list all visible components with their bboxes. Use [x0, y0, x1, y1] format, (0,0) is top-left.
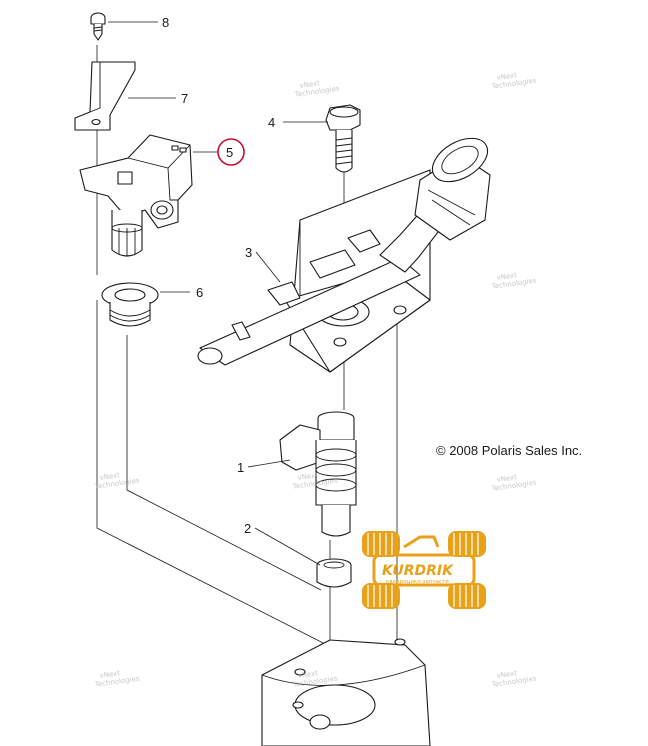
callout-4: 4 — [268, 115, 275, 130]
brand-logo: KURDRIK квадроцикл запчасти — [362, 531, 486, 609]
watermark: vNext — [297, 471, 319, 482]
brand-logo-handlebar — [403, 535, 440, 549]
callout-leaders — [108, 21, 328, 566]
watermark: vNext — [299, 79, 321, 90]
part-1-injector — [279, 411, 357, 537]
brand-name: KURDRIK — [382, 563, 454, 579]
part-7-bracket — [74, 61, 136, 131]
callout-7: 7 — [181, 91, 188, 106]
watermark: vNext — [297, 669, 319, 680]
throttle-body-base — [261, 638, 431, 746]
callout-1: 1 — [237, 460, 244, 475]
callout-5: 5 — [226, 145, 233, 160]
copyright-text: © 2008 Polaris Sales Inc. — [436, 443, 582, 458]
brand-tagline: квадроцикл запчасти — [386, 579, 449, 585]
part-4-bolt — [325, 104, 361, 173]
brand-logo-body — [372, 553, 476, 587]
highlight-circle-5 — [217, 138, 245, 166]
callout-6: 6 — [196, 285, 203, 300]
callout-3: 3 — [245, 245, 252, 260]
part-6-grommet — [101, 282, 159, 327]
part-5-sensor — [79, 134, 193, 257]
watermark: vNext — [496, 71, 518, 82]
watermark: vNext — [496, 271, 518, 282]
watermark: vNext — [496, 669, 518, 680]
watermark: vNext — [99, 471, 121, 482]
callout-labels: 8 7 5 4 3 6 1 2 — [162, 15, 275, 536]
callout-2: 2 — [244, 521, 251, 536]
callout-8: 8 — [162, 15, 169, 30]
wheel-icon — [362, 531, 486, 609]
part-8-screw — [90, 12, 106, 41]
part-3-fuel-rail — [197, 137, 491, 373]
part-2-seal — [316, 558, 352, 588]
watermark: vNext — [496, 473, 518, 484]
watermark: vNext — [99, 669, 121, 680]
